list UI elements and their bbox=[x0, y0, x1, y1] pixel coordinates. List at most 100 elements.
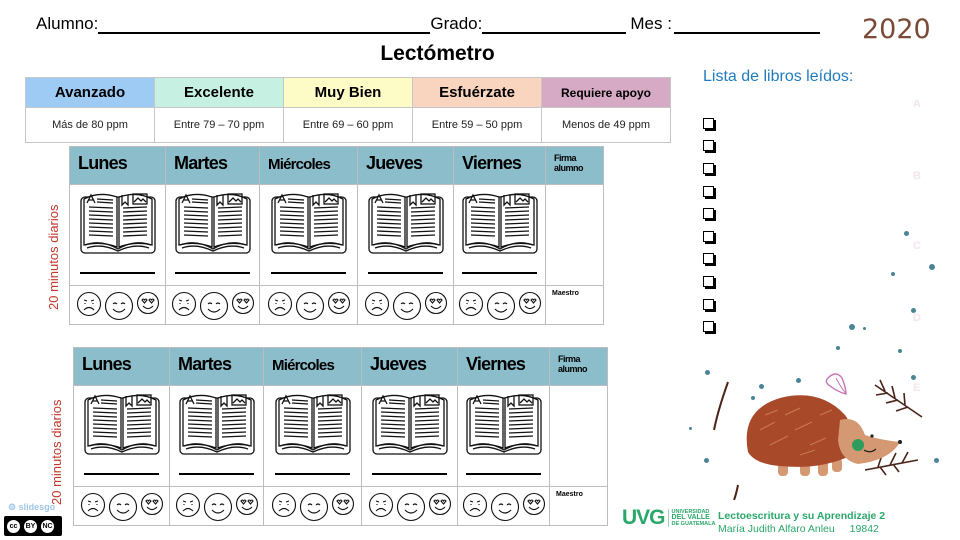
book-list-item[interactable] bbox=[703, 157, 714, 180]
open-book-icon bbox=[178, 394, 255, 455]
checkbox[interactable] bbox=[703, 140, 714, 152]
decor-letter: E bbox=[913, 382, 921, 394]
checkbox[interactable] bbox=[703, 117, 714, 129]
day-book-cell[interactable] bbox=[69, 184, 166, 286]
day-rating-cell bbox=[165, 285, 260, 325]
day-rating-cell bbox=[263, 486, 362, 526]
heart-eyes-face-icon[interactable] bbox=[235, 492, 259, 516]
heart-eyes-face-icon[interactable] bbox=[331, 492, 355, 516]
decor-dot bbox=[929, 264, 935, 270]
sad-face-icon[interactable] bbox=[368, 492, 394, 518]
sad-face-icon[interactable] bbox=[76, 291, 102, 317]
day-book-cell[interactable] bbox=[169, 385, 264, 487]
checkbox[interactable] bbox=[703, 230, 714, 242]
checkbox[interactable] bbox=[703, 298, 714, 310]
heart-eyes-face-icon[interactable] bbox=[518, 291, 542, 315]
book-list-item[interactable] bbox=[703, 225, 714, 248]
happy-face-icon[interactable] bbox=[104, 291, 134, 321]
minutes-write-line[interactable] bbox=[80, 272, 155, 274]
day-book-cell[interactable] bbox=[457, 385, 550, 487]
uvg-logo-text: UVG bbox=[622, 506, 666, 529]
happy-face-icon[interactable] bbox=[486, 291, 516, 321]
checkbox[interactable] bbox=[703, 321, 714, 333]
year-label: 2020 bbox=[862, 14, 931, 45]
book-list-item[interactable] bbox=[703, 112, 714, 135]
open-book-icon bbox=[79, 193, 156, 254]
checkbox[interactable] bbox=[703, 208, 714, 220]
sad-face-icon[interactable] bbox=[271, 492, 297, 518]
happy-face-icon[interactable] bbox=[203, 492, 233, 522]
sad-face-icon[interactable] bbox=[458, 291, 484, 317]
mes-field[interactable] bbox=[673, 14, 820, 34]
minutes-write-line[interactable] bbox=[372, 473, 447, 475]
happy-face-icon[interactable] bbox=[396, 492, 426, 522]
heart-eyes-face-icon[interactable] bbox=[327, 291, 351, 315]
decor-dot bbox=[704, 458, 709, 463]
checkbox[interactable] bbox=[703, 275, 714, 287]
heart-eyes-face-icon[interactable] bbox=[231, 291, 255, 315]
day-book-cell[interactable] bbox=[361, 385, 458, 487]
book-list-item[interactable] bbox=[703, 202, 714, 225]
book-list-item[interactable] bbox=[703, 293, 714, 316]
checkbox[interactable] bbox=[703, 185, 714, 197]
sad-face-icon[interactable] bbox=[175, 492, 201, 518]
day-header: Jueves bbox=[361, 347, 458, 386]
maestro-signature-cell[interactable]: Maestro bbox=[545, 285, 604, 325]
cc-icon: cc bbox=[7, 519, 20, 533]
happy-face-icon[interactable] bbox=[295, 291, 325, 321]
happy-face-icon[interactable] bbox=[108, 492, 138, 522]
open-book-icon bbox=[465, 394, 542, 455]
heart-eyes-face-icon[interactable] bbox=[136, 291, 160, 315]
book-list-item[interactable] bbox=[703, 270, 714, 293]
minutes-write-line[interactable] bbox=[175, 272, 250, 274]
heart-eyes-face-icon[interactable] bbox=[140, 492, 164, 516]
level-header: Avanzado bbox=[25, 77, 155, 108]
day-book-cell[interactable] bbox=[357, 184, 454, 286]
book-list-item[interactable] bbox=[703, 180, 714, 203]
book-list-item[interactable] bbox=[703, 315, 714, 338]
heart-eyes-face-icon[interactable] bbox=[522, 492, 546, 516]
checkbox[interactable] bbox=[703, 253, 714, 265]
decor-dot bbox=[911, 375, 916, 380]
minutes-write-line[interactable] bbox=[179, 473, 254, 475]
sad-face-icon[interactable] bbox=[267, 291, 293, 317]
hedgehog-illustration bbox=[713, 373, 923, 500]
nc-icon: NC bbox=[41, 519, 54, 533]
happy-face-icon[interactable] bbox=[392, 291, 422, 321]
minutes-write-line[interactable] bbox=[275, 473, 350, 475]
maestro-label: Maestro bbox=[556, 491, 583, 498]
maestro-signature-cell[interactable]: Maestro bbox=[549, 486, 608, 526]
sad-face-icon[interactable] bbox=[364, 291, 390, 317]
minutes-write-line[interactable] bbox=[271, 272, 346, 274]
day-book-cell[interactable] bbox=[165, 184, 260, 286]
decor-letter: B bbox=[913, 170, 921, 182]
book-list-item[interactable] bbox=[703, 135, 714, 158]
day-book-cell[interactable] bbox=[259, 184, 358, 286]
minutes-write-line[interactable] bbox=[84, 473, 159, 475]
firma-signature-cell[interactable] bbox=[545, 184, 604, 286]
minutes-write-line[interactable] bbox=[466, 473, 541, 475]
cc-license-badge: cc BY NC bbox=[4, 516, 62, 536]
checkbox[interactable] bbox=[703, 162, 714, 174]
day-header: Martes bbox=[165, 146, 260, 185]
day-header: Viernes bbox=[453, 146, 546, 185]
firma-signature-cell[interactable] bbox=[549, 385, 608, 487]
happy-face-icon[interactable] bbox=[199, 291, 229, 321]
happy-face-icon[interactable] bbox=[299, 492, 329, 522]
happy-face-icon[interactable] bbox=[490, 492, 520, 522]
sad-face-icon[interactable] bbox=[462, 492, 488, 518]
day-book-cell[interactable] bbox=[73, 385, 170, 487]
heart-eyes-face-icon[interactable] bbox=[424, 291, 448, 315]
alumno-field[interactable] bbox=[98, 14, 431, 34]
sad-face-icon[interactable] bbox=[171, 291, 197, 317]
heart-eyes-face-icon[interactable] bbox=[428, 492, 452, 516]
sad-face-icon[interactable] bbox=[80, 492, 106, 518]
minutes-write-line[interactable] bbox=[368, 272, 443, 274]
day-book-cell[interactable] bbox=[263, 385, 362, 487]
grado-field[interactable] bbox=[482, 14, 627, 34]
day-book-cell[interactable] bbox=[453, 184, 546, 286]
minutes-write-line[interactable] bbox=[462, 272, 537, 274]
book-list-item[interactable] bbox=[703, 248, 714, 271]
